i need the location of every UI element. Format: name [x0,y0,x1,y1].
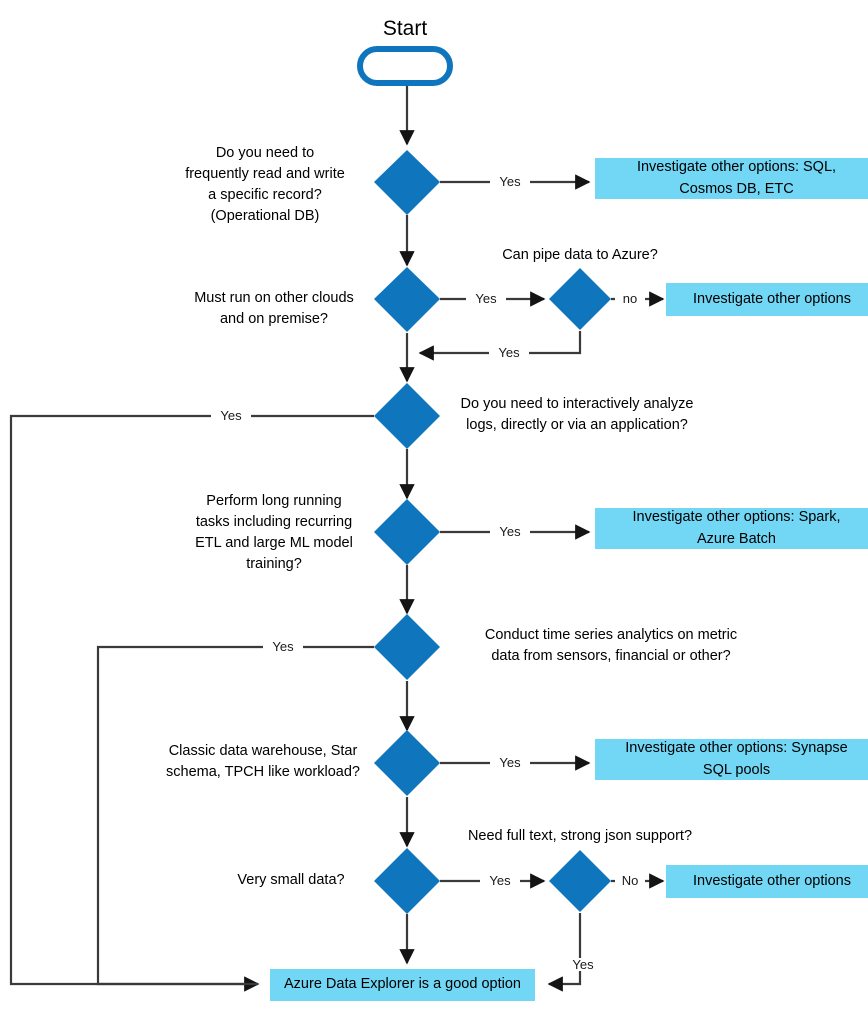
outcome-adx-good-option: Azure Data Explorer is a good option [270,969,535,1001]
edge-label-yes-data-warehouse: Yes [490,756,530,769]
start-label: Start [382,17,428,40]
edge-label-no-full-text: No [615,874,645,887]
outcome-sql-cosmos: Investigate other options: SQL, Cosmos D… [595,158,868,199]
decision-operational-db [374,150,440,215]
outcome-other-options-json: Investigate other options [666,865,868,898]
edge-label-yes-pipe-back: Yes [489,346,529,359]
start-node [357,46,453,86]
edge-label-yes-long-running-tasks: Yes [490,525,530,538]
edge-label-no-pipe: no [615,292,645,305]
decision-full-text-json [549,850,611,912]
edge-fulltext-yes-back [547,913,582,992]
edge-d5-yes-left-rail [96,645,374,986]
edge-label-yes-very-small-data: Yes [480,874,520,887]
edge-label-yes-full-text-back: Yes [563,958,603,971]
edge-label-yes-interactive-logs: Yes [211,409,251,422]
decision-long-running-tasks [374,499,440,565]
edge-label-yes-other-clouds: Yes [466,292,506,305]
edge-pipe-yes-back [418,331,582,361]
edge-label-yes-time-series: Yes [263,640,303,653]
decision-time-series [374,614,440,680]
edge-label-yes-operational-db: Yes [490,175,530,188]
decision-data-warehouse [374,730,440,796]
outcome-other-options-clouds: Investigate other options [666,283,868,316]
edge-d3-yes-left-rail [9,414,374,992]
decision-interactive-logs [374,383,440,449]
decision-pipe-to-azure [549,268,611,330]
outcome-synapse-sql: Investigate other options: Synapse SQL p… [595,739,868,780]
outcome-spark-batch: Investigate other options: Spark, Azure … [595,508,868,549]
decision-other-clouds [374,267,440,332]
decision-very-small-data [374,848,440,914]
